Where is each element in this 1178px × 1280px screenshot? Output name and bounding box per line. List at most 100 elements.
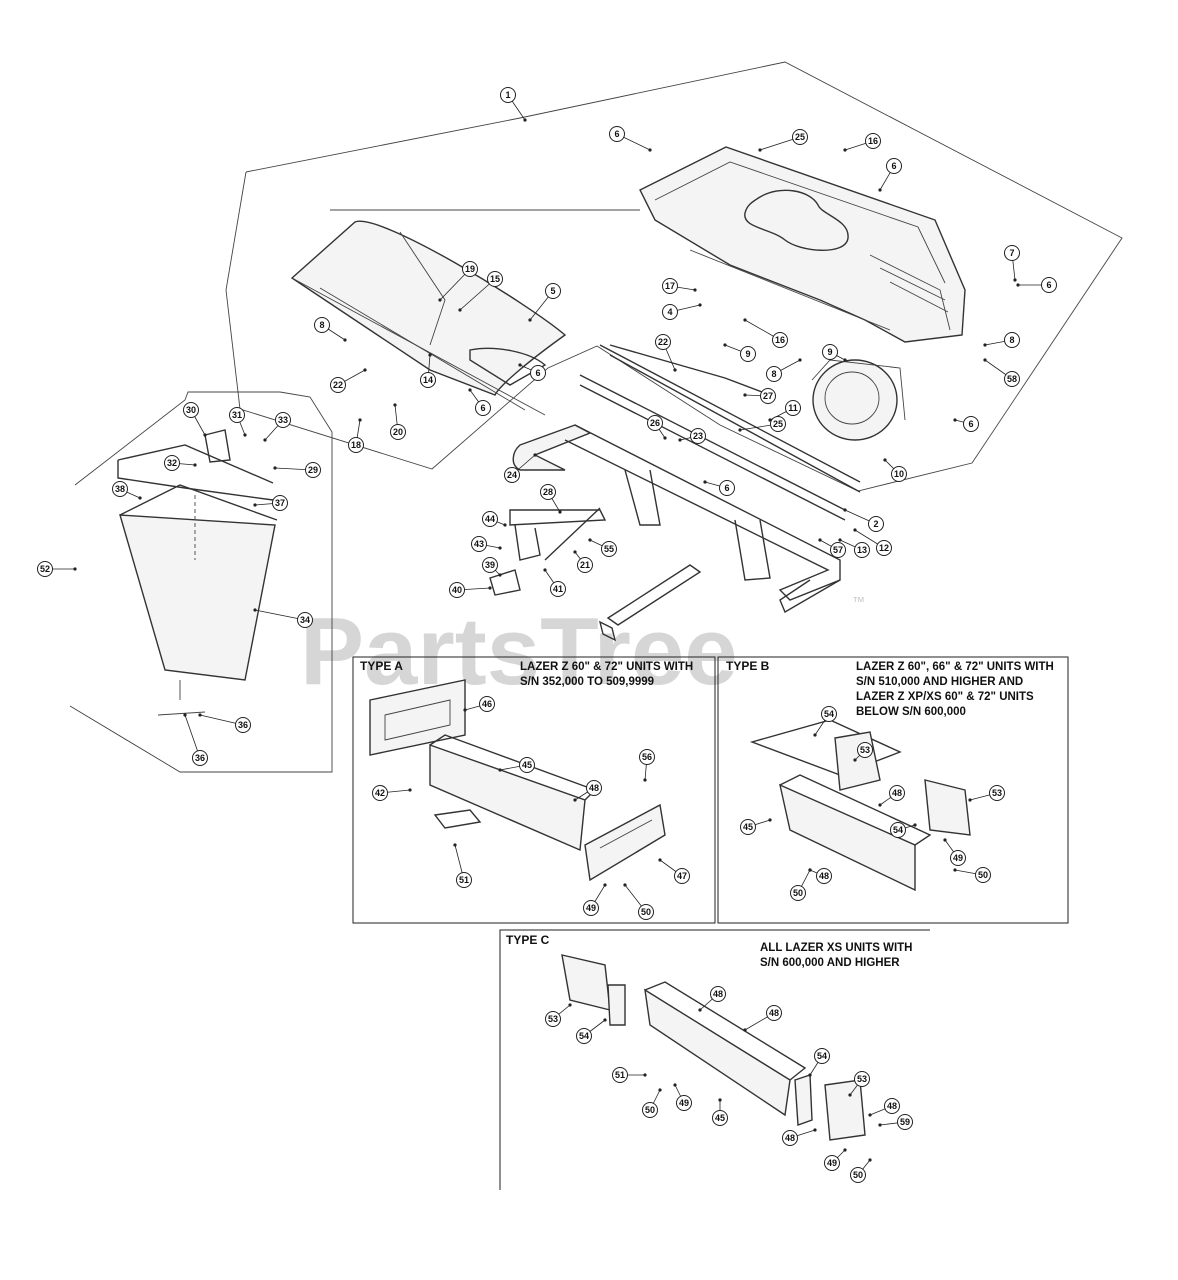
callout-circle bbox=[545, 283, 561, 299]
callout-t50a: 50 bbox=[642, 1102, 658, 1118]
callout-label: 13 bbox=[857, 545, 867, 555]
callout-label: 29 bbox=[308, 465, 318, 475]
callout-circle bbox=[854, 1071, 870, 1087]
callout-circle bbox=[950, 850, 966, 866]
callout-label: 20 bbox=[393, 427, 403, 437]
callout-leader-end-a49 bbox=[603, 883, 607, 887]
callout-leader-end-c25b bbox=[738, 428, 742, 432]
callout-leader-end-t49a bbox=[673, 1083, 677, 1087]
callout-a51: 51 bbox=[456, 872, 472, 888]
callout-circle bbox=[770, 416, 786, 432]
callout-leader-end-c24 bbox=[533, 453, 537, 457]
type-a-note-1: LAZER Z 60" & 72" UNITS WITH bbox=[520, 661, 693, 673]
callout-b54a: 54 bbox=[821, 706, 837, 722]
callout-circle bbox=[330, 377, 346, 393]
callout-circle bbox=[275, 412, 291, 428]
callout-label: 17 bbox=[665, 281, 675, 291]
callout-leader-end-c6b bbox=[878, 188, 882, 192]
callout-leader-end-t53b bbox=[848, 1093, 852, 1097]
callout-leader-end-t54a bbox=[603, 1018, 607, 1022]
callout-leader-end-c25a bbox=[758, 148, 762, 152]
callout-t49a: 49 bbox=[676, 1095, 692, 1111]
callout-label: 40 bbox=[452, 585, 462, 595]
callout-label: 53 bbox=[548, 1014, 558, 1024]
callout-leader-end-c8c bbox=[343, 338, 347, 342]
callout-label: 34 bbox=[300, 615, 310, 625]
callout-leader-end-c26 bbox=[663, 436, 667, 440]
callout-c28: 28 bbox=[540, 484, 556, 500]
callout-c14: 14 bbox=[420, 372, 436, 388]
callout-leader-end-c34 bbox=[253, 608, 257, 612]
callout-circle bbox=[647, 415, 663, 431]
callout-leader-end-t48a bbox=[698, 1008, 702, 1012]
callout-leader-end-t51 bbox=[643, 1073, 647, 1077]
callout-label: 15 bbox=[490, 274, 500, 284]
callout-c22a: 22 bbox=[655, 334, 671, 350]
callout-label: 56 bbox=[642, 752, 652, 762]
callout-circle bbox=[112, 481, 128, 497]
callout-b53a: 53 bbox=[857, 742, 873, 758]
callout-c43: 43 bbox=[471, 536, 487, 552]
callout-circle bbox=[420, 372, 436, 388]
callout-t45: 45 bbox=[712, 1110, 728, 1126]
callout-leader-end-c12 bbox=[853, 528, 857, 532]
callout-leader-end-c16b bbox=[743, 318, 747, 322]
callout-label: 42 bbox=[375, 788, 385, 798]
callout-circle bbox=[662, 278, 678, 294]
callout-label: 16 bbox=[775, 335, 785, 345]
callout-c6e: 6 bbox=[475, 400, 491, 416]
callout-label: 47 bbox=[677, 871, 687, 881]
callout-label: 49 bbox=[953, 853, 963, 863]
callout-leader-end-c7 bbox=[1013, 278, 1017, 282]
callout-label: 55 bbox=[604, 544, 614, 554]
callout-label: 25 bbox=[773, 419, 783, 429]
callout-c8a: 8 bbox=[1004, 332, 1020, 348]
callout-a49: 49 bbox=[583, 900, 599, 916]
callout-c25a: 25 bbox=[792, 129, 808, 145]
callout-leader-end-c43 bbox=[498, 546, 502, 550]
callout-t50b: 50 bbox=[850, 1167, 866, 1183]
callout-c8b: 8 bbox=[766, 366, 782, 382]
callout-label: 9 bbox=[827, 347, 832, 357]
callout-circle bbox=[868, 516, 884, 532]
callout-leader-end-a46 bbox=[463, 708, 467, 712]
callout-leader-end-c29 bbox=[273, 466, 277, 470]
callout-a42: 42 bbox=[372, 785, 388, 801]
callout-circle bbox=[612, 1067, 628, 1083]
callout-label: 48 bbox=[785, 1133, 795, 1143]
callout-circle bbox=[740, 819, 756, 835]
callout-c25b: 25 bbox=[770, 416, 786, 432]
callout-label: 59 bbox=[900, 1117, 910, 1127]
callout-label: 14 bbox=[423, 375, 433, 385]
callout-t49b: 49 bbox=[824, 1155, 840, 1171]
callout-label: 36 bbox=[195, 753, 205, 763]
callout-leader-end-c13 bbox=[838, 538, 842, 542]
callout-leader-end-c6f bbox=[703, 480, 707, 484]
callout-label: 5 bbox=[550, 286, 555, 296]
callout-label: 45 bbox=[715, 1113, 725, 1123]
mount-bracket bbox=[489, 424, 841, 614]
callout-c39: 39 bbox=[482, 557, 498, 573]
callout-label: 8 bbox=[1009, 335, 1014, 345]
callout-label: 51 bbox=[615, 1070, 625, 1080]
callout-b53b: 53 bbox=[989, 785, 1005, 801]
callout-t53a: 53 bbox=[545, 1011, 561, 1027]
callout-leader-end-c2 bbox=[843, 508, 847, 512]
callout-label: 38 bbox=[115, 484, 125, 494]
callout-leader-end-c44 bbox=[503, 523, 507, 527]
callout-circle bbox=[540, 484, 556, 500]
callout-c55: 55 bbox=[601, 541, 617, 557]
callout-label: 48 bbox=[589, 783, 599, 793]
callout-circle bbox=[576, 1028, 592, 1044]
callout-c34: 34 bbox=[297, 612, 313, 628]
callout-circle bbox=[638, 904, 654, 920]
callout-a48: 48 bbox=[586, 780, 602, 796]
callout-circle bbox=[372, 785, 388, 801]
callout-a50: 50 bbox=[638, 904, 654, 920]
callout-circle bbox=[229, 407, 245, 423]
callout-c13: 13 bbox=[854, 542, 870, 558]
callout-circle bbox=[487, 271, 503, 287]
callout-circle bbox=[782, 1130, 798, 1146]
callout-c27: 27 bbox=[760, 388, 776, 404]
callout-leader-end-c39 bbox=[498, 573, 502, 577]
